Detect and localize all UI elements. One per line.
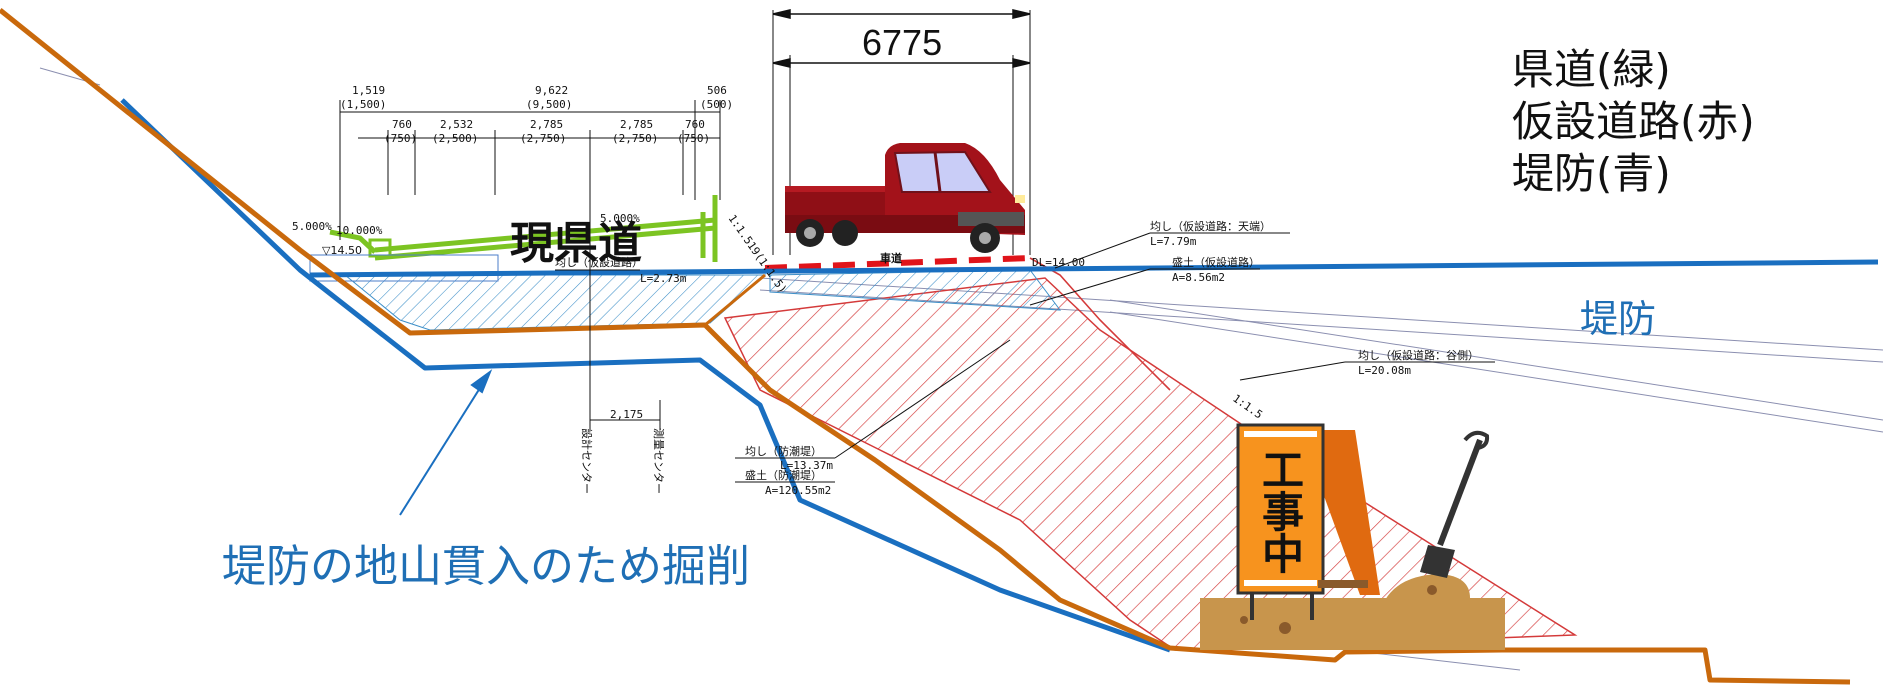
annotation-leaders [555, 232, 1495, 483]
dim-row2-4: 760 [685, 118, 705, 131]
fill-temp: 盛土（仮設道路） [1172, 255, 1260, 269]
fill-temp-area: A=8.56m2 [1172, 271, 1225, 284]
dim-row2-paren-4: (750) [677, 132, 710, 145]
dirt-mound-icon [1200, 574, 1505, 650]
dim-row2-0: 760 [392, 118, 412, 131]
level-temp-valley-len: L=20.08m [1358, 364, 1411, 377]
survey-center: 測量センター [652, 428, 666, 494]
embankment-line [120, 98, 1171, 653]
level-temp-road-short: 均し（仮設道路） [555, 255, 643, 269]
dim-row2-2: 2,785 [530, 118, 563, 131]
dim-top-left-paren: (1,500) [340, 98, 386, 111]
level-temp-top-len: L=7.79m [1150, 235, 1197, 248]
fill-levee-area: A=120.55m2 [765, 484, 831, 497]
truck-width-value: 6775 [862, 22, 942, 63]
dim-row2-paren-0: (750) [384, 132, 417, 145]
embankment-crest [309, 259, 1879, 278]
embankment-label: 堤防 [1580, 297, 1657, 341]
excavation-note: 堤防の地山貫入のため掘削 [222, 541, 750, 592]
level-temp-road-short-len: L=2.73m [640, 272, 687, 285]
vehicle-lane-label: 車道 [880, 251, 902, 265]
slope-left-1: 5.000% [292, 220, 332, 233]
truck-width-dimension [772, 9, 1031, 255]
temp-road-fill-hatch [343, 274, 767, 331]
truck-icon [785, 143, 1025, 253]
legend-embankment: 堤防(青) [1512, 149, 1671, 198]
legend-temporary-road: 仮設道路(赤) [1512, 97, 1755, 146]
fill-levee: 盛土（防潮堤） [745, 468, 822, 482]
level-levee-len: L=13.37m [780, 459, 833, 472]
slope-left-2: 10.000% [336, 224, 383, 237]
dim-row2-paren-3: (2,750) [612, 132, 658, 145]
excavation-arrow [399, 369, 493, 516]
dim-top-mid-paren: (9,500) [526, 98, 572, 111]
slope-mid: 5.000% [600, 212, 640, 225]
dimension-lines [339, 100, 721, 430]
dim-row2-paren-2: (2,750) [520, 132, 566, 145]
dim-top-right-paren: (500) [700, 98, 733, 111]
dl-label: DL=14.00 [1032, 256, 1085, 269]
dim-top-left: 1,519 [352, 84, 385, 97]
construction-sign-icon [1236, 423, 1380, 620]
level-temp-top: 均し（仮設道路：天端） [1150, 219, 1271, 233]
level-temp-valley: 均し（仮設道路：谷側） [1358, 348, 1479, 362]
center-dim: 2,175 [610, 408, 643, 421]
dim-top-right: 506 [707, 84, 727, 97]
current-road-label: 現県道 [510, 218, 642, 269]
sign-text: 工事中 [1256, 448, 1305, 574]
existing-road-outline [309, 254, 499, 282]
dim-row2-paren-1: (2,500) [432, 132, 478, 145]
level-levee: 均し（防潮堤） [745, 444, 822, 458]
slope-lower: 1:1.5 [1230, 392, 1265, 422]
dim-top-mid: 9,622 [535, 84, 568, 97]
design-center: 設計センター [580, 428, 594, 494]
dim-row2-3: 2,785 [620, 118, 653, 131]
shovel-icon [1420, 430, 1490, 578]
temp-road-connector [704, 273, 766, 327]
temporary-road-pavement [764, 255, 1031, 271]
legend-prefectural-road: 県道(緑) [1512, 45, 1671, 94]
temporary-road-line [0, 8, 1851, 685]
legend: 県道(緑) 仮設道路(赤) 堤防(青) [1512, 44, 1755, 200]
elev-left: ▽14.50 [322, 244, 362, 257]
dim-row2-1: 2,532 [440, 118, 473, 131]
